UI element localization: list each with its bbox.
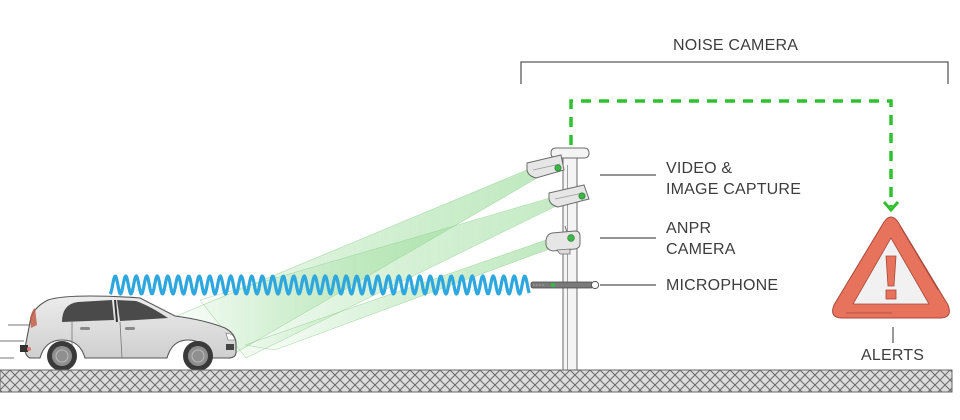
sound-wave bbox=[108, 274, 531, 296]
noise-camera-bracket bbox=[520, 61, 949, 84]
label-anpr-camera: ANPR CAMERA bbox=[666, 218, 736, 260]
label-video-image-capture: VIDEO & IMAGE CAPTURE bbox=[666, 158, 801, 200]
microphone bbox=[530, 280, 600, 290]
label-line: CAMERA bbox=[666, 241, 736, 258]
label-microphone: MICROPHONE bbox=[666, 277, 779, 294]
front-wheel bbox=[183, 341, 213, 371]
label-line: VIDEO & bbox=[666, 160, 733, 177]
rear-wheel bbox=[47, 341, 77, 371]
indicator-led-icon bbox=[578, 192, 586, 200]
road-ground bbox=[0, 369, 953, 393]
video-camera-1 bbox=[526, 154, 565, 179]
camera-pole bbox=[550, 147, 590, 371]
car bbox=[20, 295, 237, 371]
label-alerts: ALERTS bbox=[861, 347, 925, 364]
signal-link-arrow bbox=[569, 99, 900, 213]
alert-triangle-icon bbox=[832, 216, 950, 319]
indicator-led-icon bbox=[550, 282, 556, 288]
video-camera-2 bbox=[548, 184, 590, 208]
label-line: IMAGE CAPTURE bbox=[666, 181, 802, 198]
diagram-title: NOISE CAMERA bbox=[673, 37, 799, 54]
motion-lines bbox=[0, 324, 32, 359]
arrow-head-icon bbox=[882, 201, 900, 213]
indicator-led-icon bbox=[554, 164, 562, 172]
anpr-camera bbox=[545, 225, 581, 255]
leader-lines bbox=[600, 174, 894, 343]
indicator-led-icon bbox=[567, 234, 575, 242]
label-line: ANPR bbox=[666, 220, 712, 237]
